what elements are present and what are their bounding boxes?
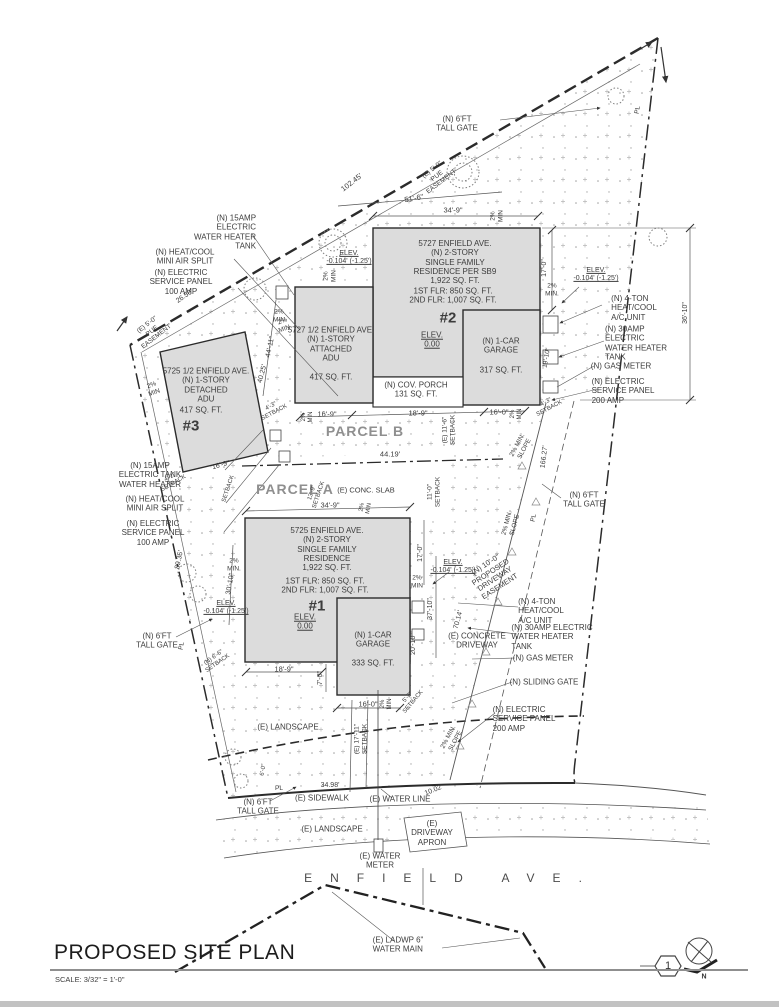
scale-note: SCALE: 3/32" = 1'-0" xyxy=(55,975,125,984)
ac-unit-box-b1 xyxy=(411,600,425,614)
shrub-icon xyxy=(607,87,625,105)
boundary-arrows xyxy=(116,41,669,332)
dimension-lines xyxy=(228,191,696,905)
ac-unit-box-b2 xyxy=(542,315,559,334)
north-label: N xyxy=(701,973,707,981)
driveway-strip xyxy=(450,393,620,782)
gas-meter-box-b2 xyxy=(542,380,559,394)
shrub-icon xyxy=(189,585,207,603)
trees xyxy=(177,87,668,789)
driveway-apron-shape xyxy=(403,811,468,853)
parcel-a-clear-area xyxy=(242,452,452,517)
buildings xyxy=(159,227,541,696)
tree-icon xyxy=(446,155,480,189)
shrub-icon xyxy=(233,773,249,789)
sheet-number-badge xyxy=(640,955,682,977)
driveway-easement-line xyxy=(479,400,575,789)
water-heater-box-adu2 xyxy=(275,285,289,300)
shrub-icon xyxy=(224,748,242,766)
title-underline xyxy=(50,969,748,971)
leader-lines xyxy=(175,106,605,949)
equipment-boxes xyxy=(269,285,559,853)
tree-icon xyxy=(243,277,267,301)
slope-marks xyxy=(455,461,541,750)
shrub-icon xyxy=(648,227,668,247)
page-edge xyxy=(0,1001,779,1007)
page-title: PROPOSED SITE PLAN xyxy=(54,941,296,964)
shrub-icon xyxy=(177,563,197,583)
gate-fence-line xyxy=(207,715,585,761)
lot-boundary xyxy=(129,36,659,799)
building-2-porch-outline xyxy=(372,376,464,408)
north-arrow-icon xyxy=(683,937,718,974)
tree-icon xyxy=(318,228,348,258)
sheet-number: 1 xyxy=(664,960,672,972)
water-meter-box xyxy=(373,838,384,853)
water-heater-box-b2 xyxy=(542,349,559,365)
building-1-garage-outline xyxy=(336,597,411,696)
building-2-garage-outline xyxy=(462,309,541,406)
adu-2-outline xyxy=(294,286,374,404)
dimension-ticks xyxy=(241,211,695,713)
equipment-box-adu3 xyxy=(269,429,282,442)
equipment-box-adu3 xyxy=(278,450,291,463)
water-heater-box-b1 xyxy=(411,628,425,641)
parcel-division-line xyxy=(241,458,504,467)
water-main-line xyxy=(174,883,546,973)
street-lines xyxy=(215,400,711,859)
